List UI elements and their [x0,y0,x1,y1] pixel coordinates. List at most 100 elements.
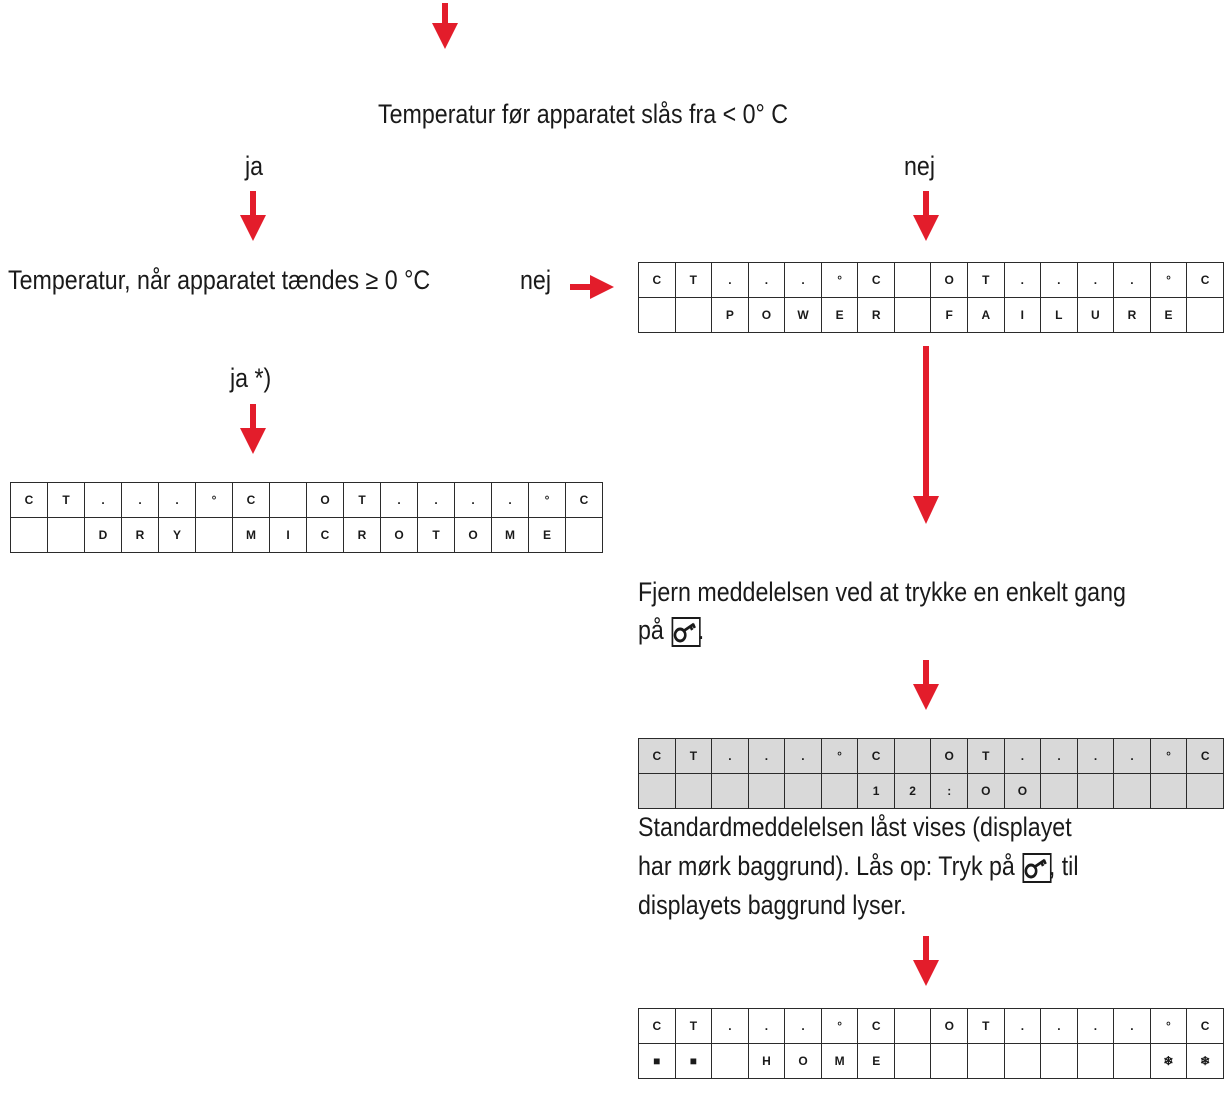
display-cell: . [784,262,822,298]
display-cell: O [930,262,968,298]
standard-line1: Standardmeddelelsen låst vises (displaye… [638,812,1072,842]
display-cell: ° [1149,738,1188,774]
display-cell: H [747,1043,786,1079]
display-cell: ° [820,738,859,774]
display-cell: I [269,517,307,553]
display-cell: . [711,262,749,298]
display-cell: C [10,482,48,518]
display-cell: O [306,482,344,518]
arrow-down-icon-long [910,346,942,526]
display-cell: . [1076,738,1115,774]
display-cell [1186,297,1224,333]
display-cell [1113,1043,1151,1079]
display-cell: . [380,482,418,518]
display-cell: ° [820,262,859,298]
display-cell: . [784,1008,822,1044]
label-yes-footnote: ja *) [230,363,272,393]
display-cell: E [1149,297,1188,333]
display-cell [747,773,786,809]
display-cell: C [857,1008,895,1044]
instruction-standard-message: Standardmeddelelsen låst vises (displaye… [638,808,1079,925]
display-cell: . [417,482,455,518]
display-cell: D [84,517,122,553]
display-cell: ■ [638,1043,676,1079]
display-cell: C [638,1008,676,1044]
display-cell: T [967,738,1005,774]
display-cell: . [747,738,786,774]
display-cell: O [930,738,969,774]
display-cell: . [1076,262,1115,298]
display-cell [1003,1043,1042,1079]
display-cell [1076,773,1115,809]
arrow-right-icon [570,274,616,305]
display-cell: O [454,517,492,553]
display-cell [195,517,233,553]
display-cell: O [967,773,1005,809]
display-cell: ❄ [1149,1043,1188,1079]
display-cell [1040,1043,1078,1079]
display-cell [1186,773,1224,809]
display-cell: . [1076,1008,1115,1044]
display-cell: 1 [857,773,895,809]
display-cell: ° [195,482,233,518]
arrow-down-icon [910,191,942,243]
display-cell: . [711,738,749,774]
arrow-down-icon [237,404,269,456]
display-cell: ❄ [1186,1043,1224,1079]
display-cell: C [1186,262,1224,298]
display-cell: T [674,262,713,298]
display-cell: C [1186,1008,1224,1044]
display-cell: T [967,262,1005,298]
display-cell [893,738,932,774]
display-cell: T [417,517,455,553]
display-cell: C [565,482,603,518]
display-cell: . [1040,262,1078,298]
display-cell: T [674,738,713,774]
display-cell: . [454,482,492,518]
display-cell: W [784,297,822,333]
display-cell: M [491,517,529,553]
display-cell: . [747,262,786,298]
display-cell: . [1040,1008,1078,1044]
display-cell [930,1043,969,1079]
standard-line2-pre: har mørk baggrund). Lås op: Tryk på [638,851,1022,881]
display-cell [674,773,713,809]
display-cell: ° [1149,1008,1188,1044]
display-cell: L [1040,297,1078,333]
display-cell: R [121,517,159,553]
display-cell: R [343,517,381,553]
display-cell: ■ [674,1043,713,1079]
display-cell [10,517,48,553]
display-cell: I [1003,297,1042,333]
standard-line2: har mørk baggrund). Lås op: Tryk på , ti… [638,847,1079,886]
arrow-down-icon [429,3,461,51]
display-cell: ° [528,482,566,518]
display-cell: O [380,517,418,553]
display-cell [893,1008,932,1044]
display-cell: O [747,297,786,333]
arrow-down-icon [237,191,269,243]
question-temperature-on-value: 0 °C [378,265,431,295]
display-cell [269,482,307,518]
question-temperature-on-text: Temperatur, når apparatet tændes [8,265,366,295]
display-cell: . [711,1008,749,1044]
display-cell: F [930,297,968,333]
display-cell: : [930,773,969,809]
display-cell [711,1043,749,1079]
display-cell: T [343,482,381,518]
display-cell: . [1040,738,1078,774]
instruction-remove-line1: Fjern meddelelsen ved at trykke en enkel… [638,577,1126,607]
standard-line2-post: , til [1048,851,1079,881]
instruction-remove-line2: på . [638,611,1126,649]
display-cell: T [967,1008,1005,1044]
key-icon [1022,853,1052,883]
display-cell [820,773,859,809]
display-cell [638,773,676,809]
display-cell: M [820,1043,859,1079]
